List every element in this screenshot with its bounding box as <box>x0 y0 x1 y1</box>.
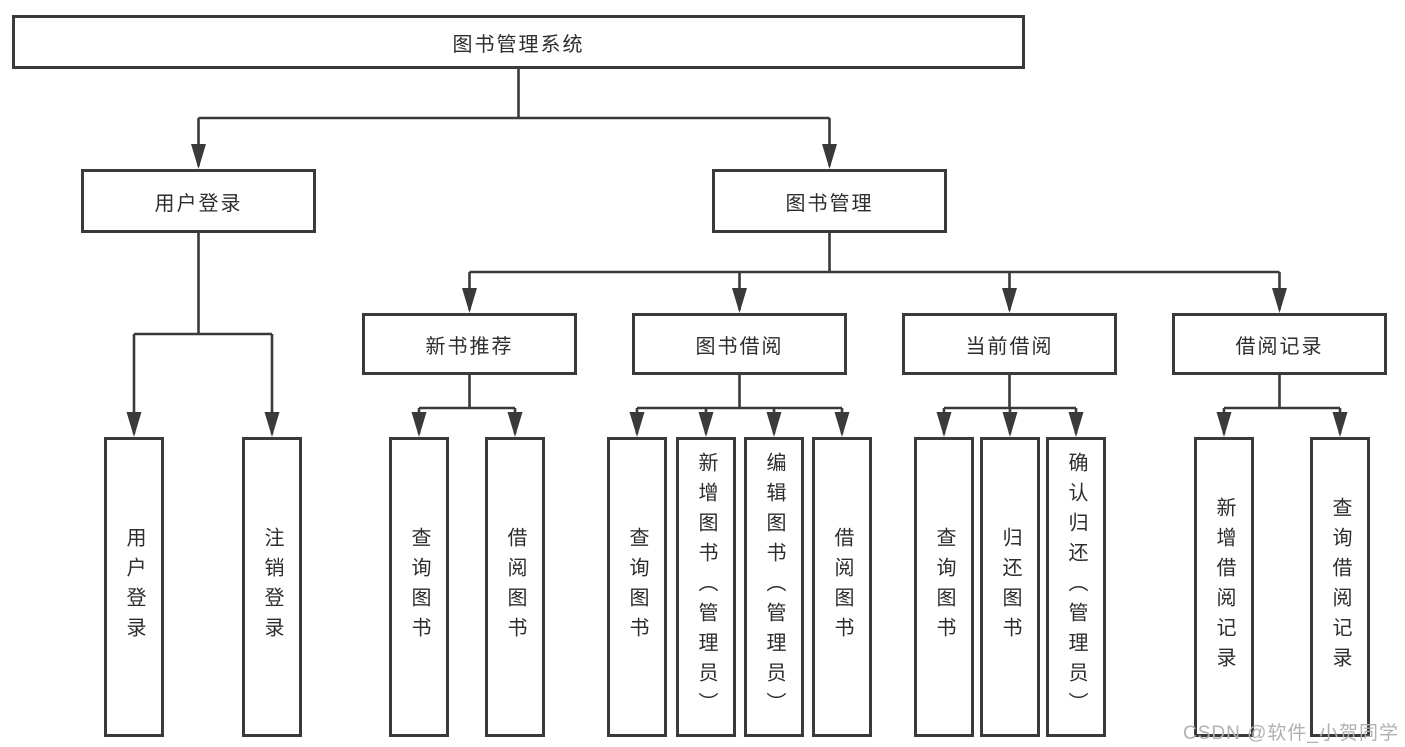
leaf-query-books-2: 查询图书 <box>607 437 667 737</box>
leaf-query-books-2-label: 查询图书 <box>626 527 648 647</box>
node-book-management-label: 图书管理 <box>785 192 874 215</box>
leaf-query-borrow-record-label: 查询借阅记录 <box>1329 497 1351 677</box>
leaf-edit-book-admin-label: 编辑图书（管理员） <box>763 452 785 722</box>
leaf-logout: 注销登录 <box>242 437 302 737</box>
csdn-watermark: CSDN @软件_小贺同学 <box>1183 723 1399 744</box>
node-book-management: 图书管理 <box>712 169 947 233</box>
leaf-borrow-books-2-label: 借阅图书 <box>831 527 853 647</box>
leaf-query-borrow-record: 查询借阅记录 <box>1310 437 1370 737</box>
leaf-borrow-books-2: 借阅图书 <box>812 437 872 737</box>
node-current-borrowing: 当前借阅 <box>902 313 1117 375</box>
leaf-confirm-return-admin: 确认归还（管理员） <box>1046 437 1106 737</box>
leaf-user-login: 用户登录 <box>104 437 164 737</box>
node-user-login: 用户登录 <box>81 169 316 233</box>
node-new-book-recommend-label: 新书推荐 <box>425 335 514 358</box>
leaf-add-book-admin: 新增图书（管理员） <box>676 437 736 737</box>
node-root-label: 图书管理系统 <box>452 33 585 56</box>
node-borrow-records-label: 借阅记录 <box>1235 335 1324 358</box>
node-book-borrowing: 图书借阅 <box>632 313 847 375</box>
node-current-borrowing-label: 当前借阅 <box>965 335 1054 358</box>
leaf-return-book: 归还图书 <box>980 437 1040 737</box>
leaf-user-login-label: 用户登录 <box>123 527 145 647</box>
leaf-query-books-1-label: 查询图书 <box>408 527 430 647</box>
node-user-login-label: 用户登录 <box>154 192 243 215</box>
leaf-add-borrow-record-label: 新增借阅记录 <box>1213 497 1235 677</box>
leaf-add-borrow-record: 新增借阅记录 <box>1194 437 1254 737</box>
node-new-book-recommend: 新书推荐 <box>362 313 577 375</box>
leaf-logout-label: 注销登录 <box>261 527 283 647</box>
leaf-query-books-1: 查询图书 <box>389 437 449 737</box>
leaf-borrow-books-1: 借阅图书 <box>485 437 545 737</box>
leaf-add-book-admin-label: 新增图书（管理员） <box>695 452 717 722</box>
leaf-confirm-return-admin-label: 确认归还（管理员） <box>1065 452 1087 722</box>
leaf-query-books-3: 查询图书 <box>914 437 974 737</box>
leaf-borrow-books-1-label: 借阅图书 <box>504 527 526 647</box>
leaf-edit-book-admin: 编辑图书（管理员） <box>744 437 804 737</box>
node-root-system: 图书管理系统 <box>12 15 1025 69</box>
node-book-borrowing-label: 图书借阅 <box>695 335 784 358</box>
leaf-query-books-3-label: 查询图书 <box>933 527 955 647</box>
node-borrow-records: 借阅记录 <box>1172 313 1387 375</box>
leaf-return-book-label: 归还图书 <box>999 527 1021 647</box>
arrowhead-icons <box>126 144 1348 437</box>
